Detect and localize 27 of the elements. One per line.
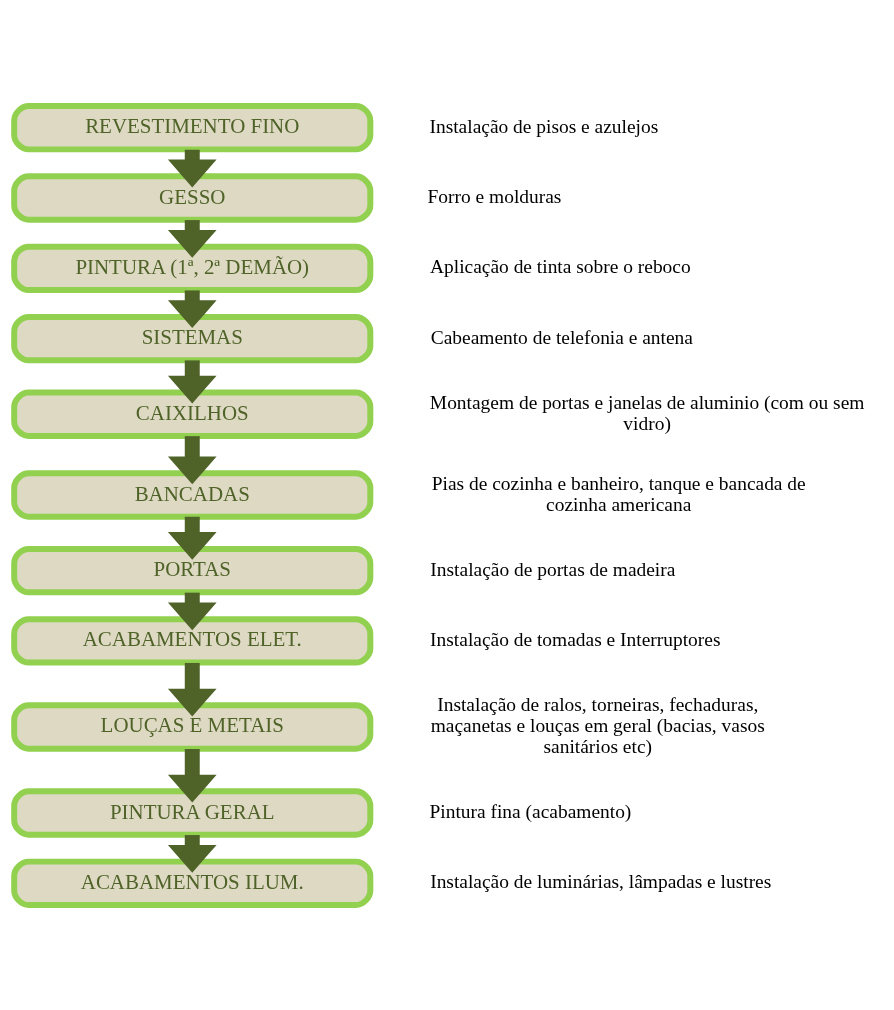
arrow — [167, 359, 217, 403]
node-label: Instalação de ralos, torneiras, fechaduras, maçanetas e louças em geral (bacias, vasos sanitários etc) — [430, 693, 765, 757]
node-label: Cabeamento de telefonia e antena — [430, 326, 693, 348]
node-box: PORTAS — [11, 545, 374, 595]
node-box: BANCADAS — [11, 469, 374, 520]
node-box: PINTURA (1ª, 2ª DEMÃO) — [11, 243, 374, 293]
arrow — [167, 662, 217, 717]
node-box: LOUÇAS E METAIS — [11, 701, 374, 752]
arrow — [167, 516, 217, 560]
arrow — [167, 435, 217, 484]
node-label: Instalação de luminárias, lâmpadas e lustres — [430, 870, 772, 892]
node-box: REVESTIMENTO FINO — [11, 102, 374, 152]
node-box: GESSO — [11, 172, 374, 223]
node-label: Instalação de pisos e azulejos — [429, 115, 659, 137]
node-box: SISTEMAS — [11, 313, 374, 363]
node-box: ACABAMENTOS ILUM. — [11, 858, 374, 908]
node-label: Montagem de portas e janelas de aluminio (com ou sem vidro) — [429, 391, 865, 434]
node-box: PINTURA GERAL — [11, 787, 374, 838]
node-label: Aplicação de tinta sobre o reboco — [430, 255, 691, 277]
node-box: CAIXILHOS — [11, 389, 374, 439]
node-label: Instalação de tomadas e Interruptores — [430, 628, 721, 650]
node-box: ACABAMENTOS ELET. — [11, 615, 374, 666]
node-label: Instalação de portas de madeira — [430, 558, 676, 580]
node-label: Forro e molduras — [427, 185, 562, 207]
arrow — [167, 748, 217, 803]
node-label: Pias de cozinha e banheiro, tanque e bancada de cozinha americana — [431, 472, 806, 515]
node-label: Pintura fina (acabamento) — [429, 800, 632, 822]
